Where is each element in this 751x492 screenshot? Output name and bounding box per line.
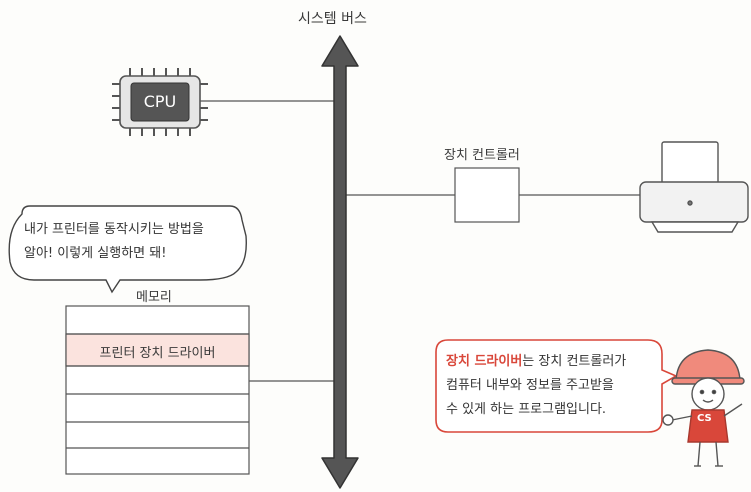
memory-row-1: 프린터 장치 드라이버 [99, 346, 216, 361]
character-badge: CS [697, 413, 712, 424]
device-driver-highlight: 장치 드라이버 [446, 354, 523, 369]
left-speech-bubble [8, 205, 247, 294]
system-bus-arrow [321, 35, 359, 489]
right-speech-text: 장치 드라이버는 장치 컨트롤러가 컴퓨터 내부와 정보를 주고받을 수 있게 … [446, 350, 660, 422]
memory-label: 메모리 [136, 290, 172, 305]
memory-table [65, 305, 250, 475]
device-controller-box [454, 167, 520, 223]
right-speech-line2: 컴퓨터 내부와 정보를 주고받을 [446, 378, 614, 393]
left-speech-line1: 내가 프린터를 동작시키는 방법을 [24, 222, 204, 237]
system-bus-label: 시스템 버스 [298, 11, 367, 27]
right-speech-bubble [435, 339, 678, 433]
character-illustration [662, 349, 745, 467]
left-speech-line2: 알아! 이렇게 실행하면 돼! [24, 246, 167, 261]
device-controller-label: 장치 컨트롤러 [444, 148, 520, 163]
cpu-chip-icon [112, 68, 208, 136]
cpu-label: CPU [143, 92, 177, 111]
right-speech-line3: 수 있게 하는 프로그램입니다. [446, 402, 607, 417]
left-speech-text: 내가 프린터를 동작시키는 방법을 알아! 이렇게 실행하면 돼! [24, 218, 242, 266]
right-speech-rest1: 는 장치 컨트롤러가 [522, 354, 627, 369]
printer-icon [639, 141, 749, 233]
